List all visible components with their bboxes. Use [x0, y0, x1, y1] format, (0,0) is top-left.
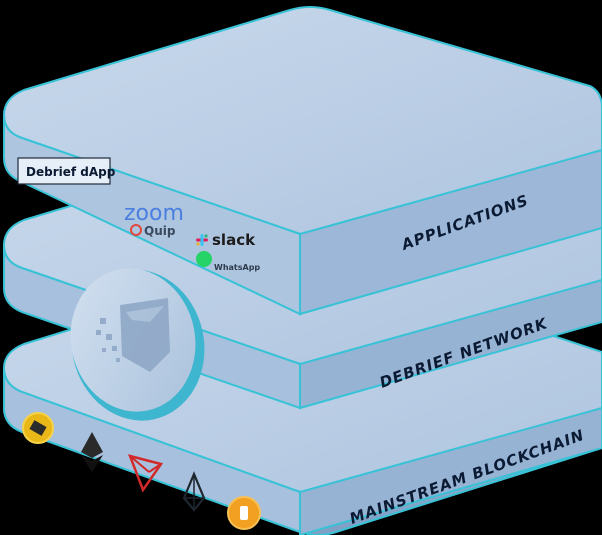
eos-icon	[182, 471, 206, 512]
whatsapp-icon	[196, 251, 212, 267]
svg-text:slack: slack	[212, 231, 256, 249]
bitcoin-icon	[227, 496, 261, 530]
applications-layer: Debrief dApp zoom Quip slack WhatsApp AP…	[2, 6, 602, 316]
svg-text:WhatsApp: WhatsApp	[214, 263, 260, 272]
zoom-logo: zoom	[124, 201, 184, 226]
svg-text:Quip: Quip	[144, 224, 176, 238]
tron-icon	[127, 454, 164, 493]
debrief-dapp-label: Debrief dApp	[26, 165, 116, 179]
network-slab-right	[299, 278, 602, 410]
slack-icon	[196, 234, 208, 246]
debrief-logo-icon	[96, 298, 170, 372]
debrief-dapp-box: Debrief dApp	[17, 157, 116, 185]
slack-logo: slack	[196, 231, 256, 249]
binance-coin-icon	[22, 412, 54, 444]
quip-logo: Quip	[130, 224, 176, 238]
applications-slab-right	[299, 148, 602, 316]
debrief-logo-disc	[70, 268, 205, 421]
whatsapp-logo: WhatsApp	[196, 251, 260, 272]
blockchain-slab-right	[299, 406, 602, 535]
ethereum-icon	[81, 432, 103, 472]
